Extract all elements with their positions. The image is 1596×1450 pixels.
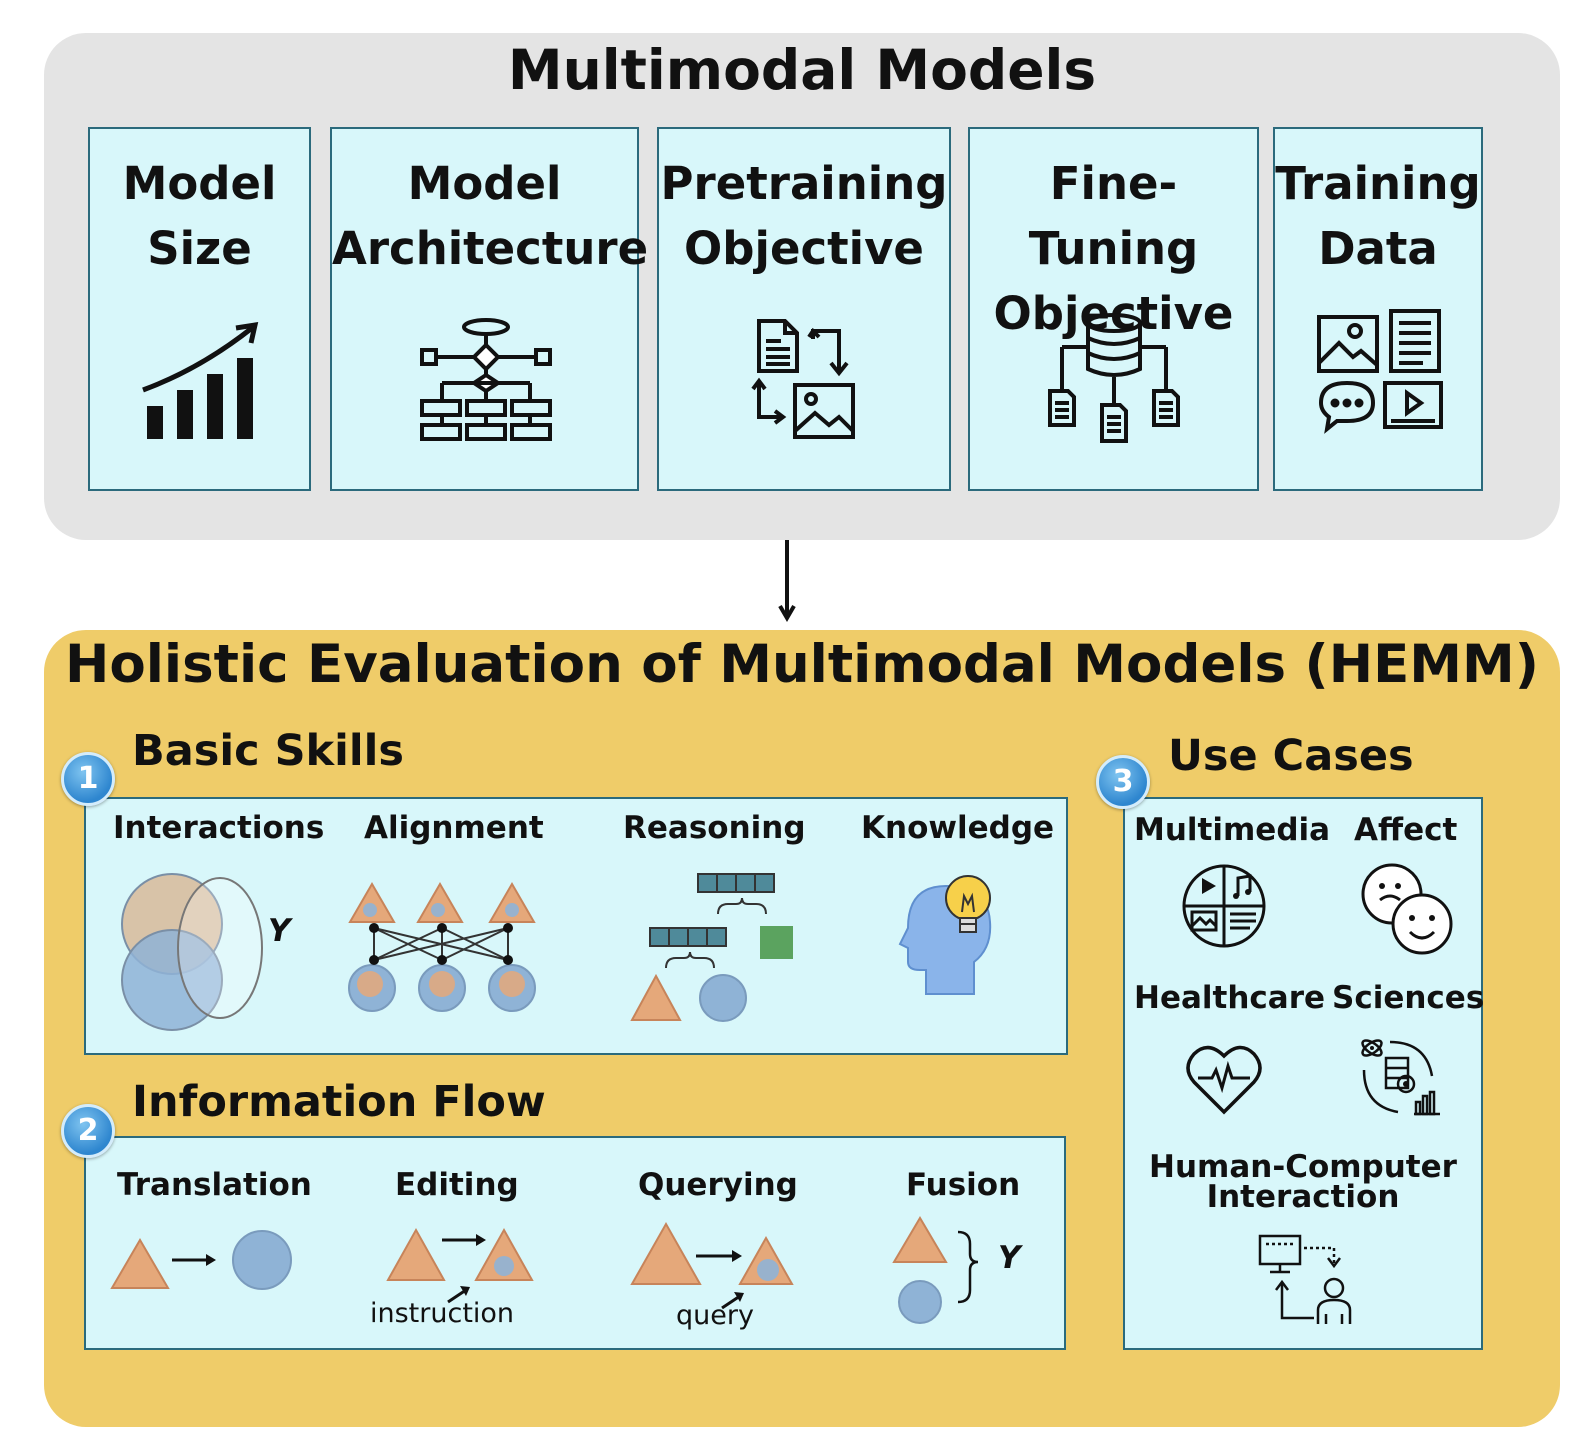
- knowledge-label: Knowledge: [861, 810, 1055, 846]
- use-cases-box: [1123, 797, 1483, 1350]
- fusion-label: Fusion: [906, 1167, 1021, 1203]
- sciences-lab-icon: [1361, 1039, 1440, 1116]
- basic-skills-number-badge: 1: [61, 752, 115, 806]
- pretraining-objective-card: Pretraining Objective: [657, 127, 951, 491]
- fusion-diagram: [892, 1216, 979, 1324]
- healthcare-label: Healthcare: [1134, 980, 1326, 1016]
- use-cases-number-badge: 3: [1096, 755, 1150, 809]
- card-title: Training Data: [1275, 157, 1481, 275]
- multimodal-models-title: Multimodal Models: [507, 38, 1097, 102]
- interactions-label: Interactions: [113, 810, 325, 846]
- fine-tuning-objective-card: Fine-Tuning Objective: [968, 127, 1259, 491]
- multimedia-label: Multimedia: [1134, 812, 1331, 848]
- information-flow-title: Information Flow: [132, 1077, 546, 1127]
- card-title: Model Architecture: [332, 157, 649, 275]
- editing-label: Editing: [395, 1167, 519, 1203]
- affect-faces-icon: [1361, 863, 1453, 955]
- querying-diagram: [630, 1221, 794, 1310]
- hemm-title: Holistic Evaluation of Multimodal Models…: [64, 634, 1539, 695]
- card-title: Pretraining Objective: [660, 157, 948, 275]
- editing-diagram: [386, 1227, 534, 1304]
- database-documents-icon: [1048, 313, 1180, 443]
- instruction-label: instruction: [370, 1298, 515, 1329]
- alignment-label: Alignment: [364, 810, 544, 846]
- healthcare-heart-icon: [1186, 1045, 1262, 1115]
- query-label: query: [676, 1300, 754, 1331]
- information-flow-number-badge: 2: [61, 1104, 115, 1158]
- reasoning-label: Reasoning: [623, 810, 806, 846]
- translation-label: Translation: [117, 1167, 312, 1203]
- interactions-y-label: Y: [268, 913, 291, 949]
- bar-chart-growth-icon: [142, 321, 259, 439]
- document-image-exchange-icon: [751, 319, 855, 439]
- interactions-venn-diagram: [121, 873, 263, 1031]
- down-arrow-icon: [778, 540, 796, 622]
- multimedia-data-icon: [1317, 309, 1443, 434]
- human-computer-interaction-icon: [1258, 1234, 1352, 1324]
- alignment-diagram: [348, 882, 536, 1012]
- translation-diagram: [110, 1230, 292, 1290]
- training-data-card: Training Data: [1273, 127, 1483, 491]
- basic-skills-title: Basic Skills: [132, 726, 404, 776]
- model-architecture-card: Model Architecture: [330, 127, 649, 491]
- affect-label: Affect: [1354, 812, 1458, 848]
- reasoning-diagram: [630, 873, 793, 1022]
- fusion-y-label: Y: [998, 1240, 1021, 1276]
- card-title: Model Size: [122, 157, 277, 275]
- sciences-label: Sciences: [1332, 980, 1485, 1016]
- knowledge-head-bulb-icon: [898, 875, 992, 995]
- use-cases-title: Use Cases: [1168, 731, 1414, 781]
- basic-skills-box: [84, 797, 1068, 1055]
- architecture-flowchart-icon: [420, 318, 552, 441]
- querying-label: Querying: [638, 1167, 798, 1203]
- model-size-card: Model Size: [88, 127, 311, 491]
- hci-label: Human-Computer Interaction: [1149, 1149, 1457, 1215]
- multimedia-circle-icon: [1182, 864, 1266, 948]
